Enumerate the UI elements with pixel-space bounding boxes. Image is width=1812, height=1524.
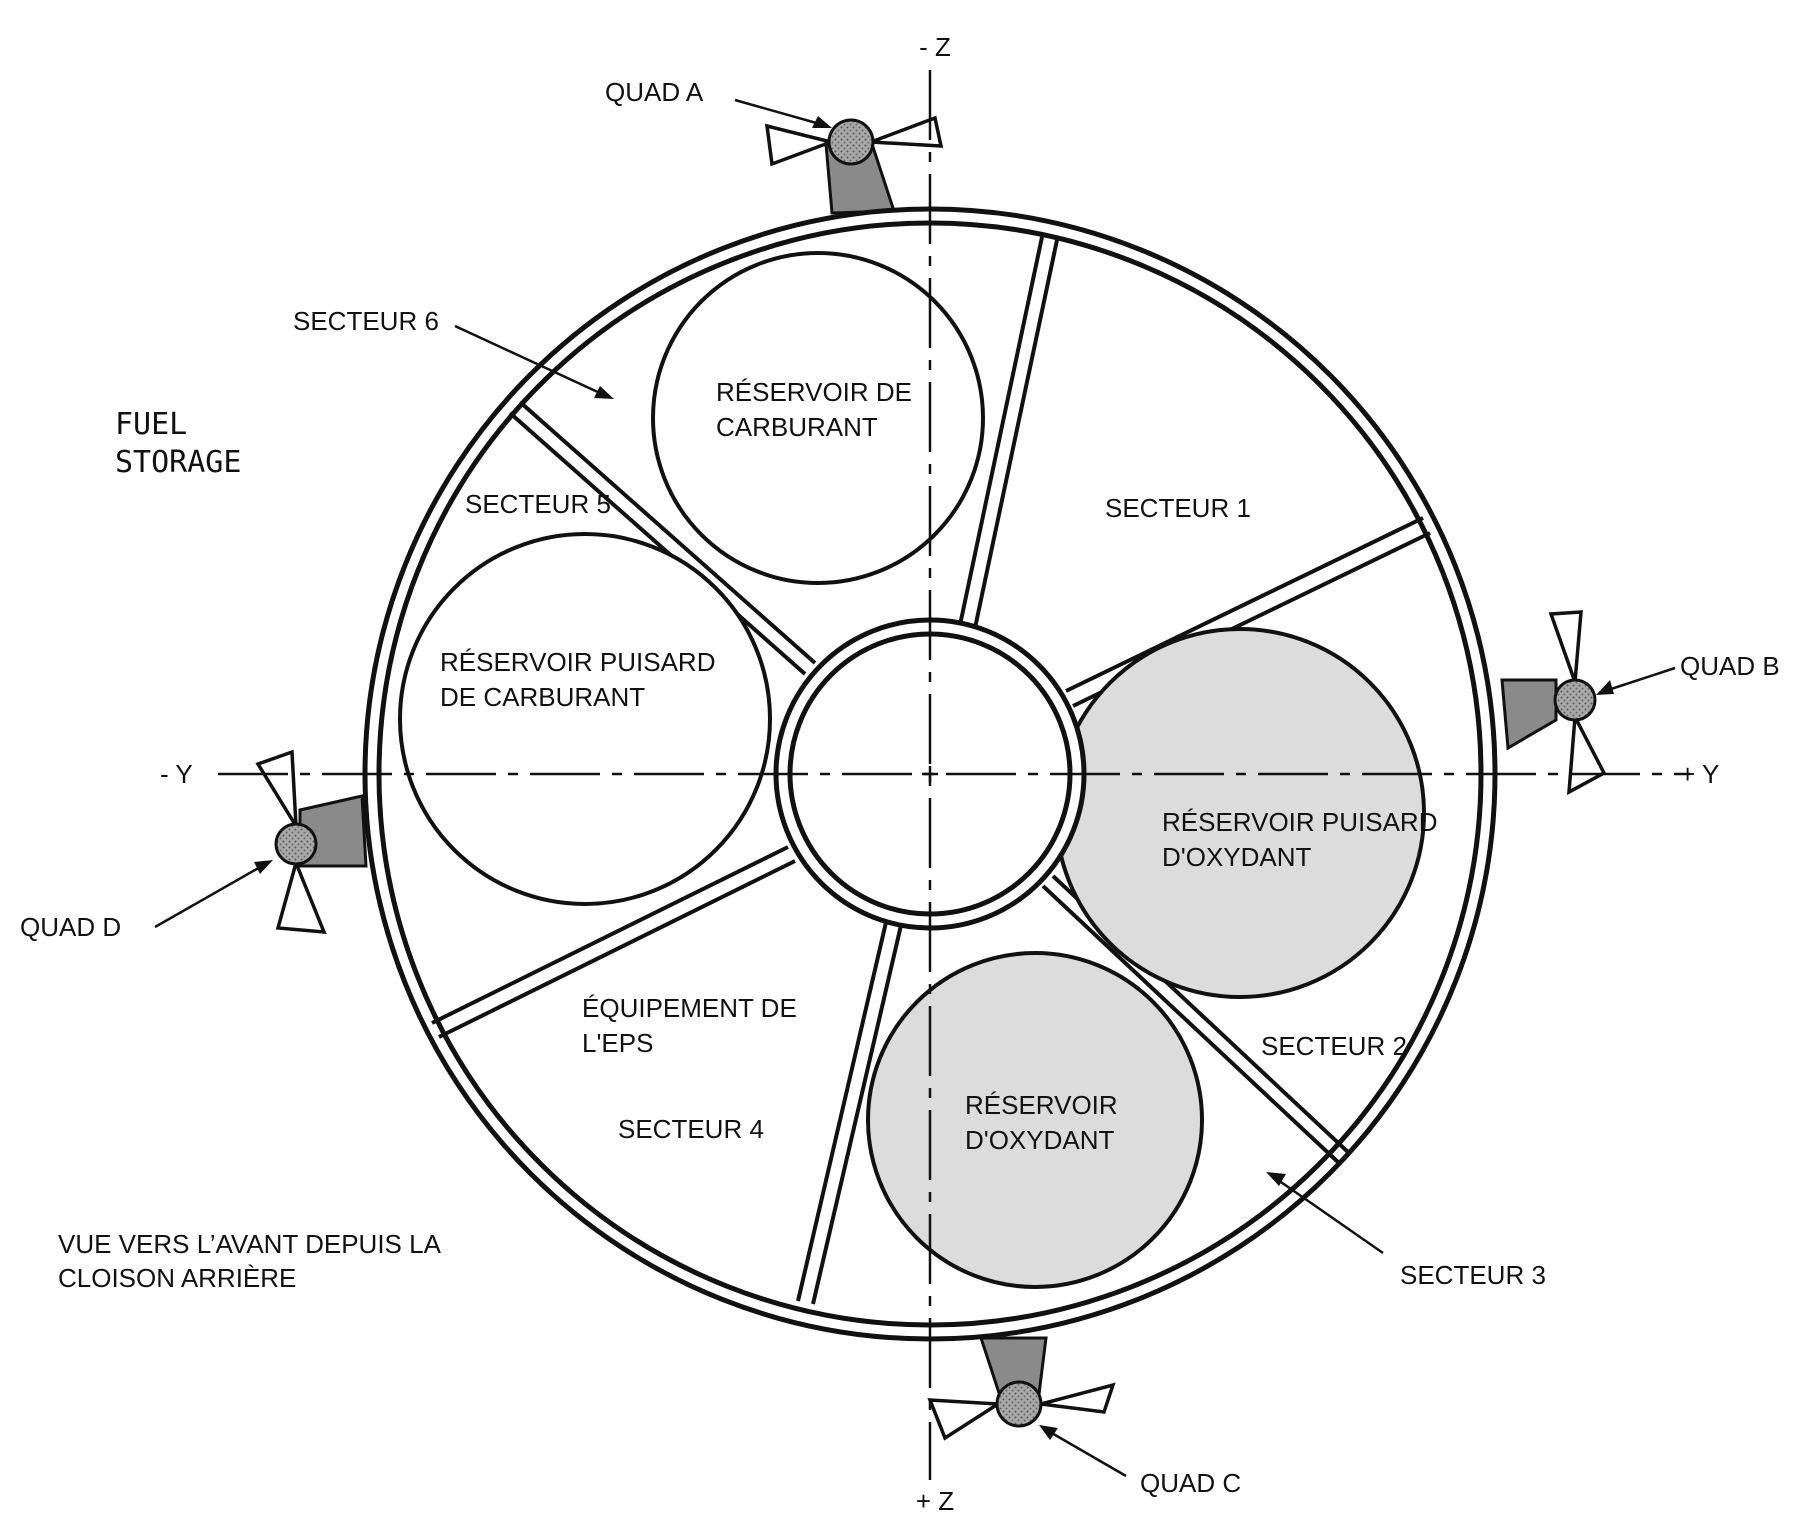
fuel-sump-tank bbox=[398, 532, 772, 906]
oxidizer-tank-label-line-2: D'OXYDANT bbox=[965, 1125, 1115, 1155]
quad-b-thruster bbox=[1500, 610, 1607, 796]
quad-c-label: QUAD C bbox=[1140, 1468, 1241, 1498]
sector-4-label: SECTEUR 4 bbox=[618, 1114, 764, 1144]
sector-2-label: SECTEUR 2 bbox=[1261, 1031, 1407, 1061]
quad-a-label: QUAD A bbox=[605, 77, 704, 107]
axis-label-plus-z: + Z bbox=[916, 1486, 954, 1516]
quad-c-thruster bbox=[927, 1336, 1116, 1441]
quad-b-label: QUAD B bbox=[1680, 651, 1780, 681]
oxidizer-sump-tank-label-line-1: RÉSERVOIR PUISARD bbox=[1162, 807, 1437, 837]
fuel-tank-label-line-2: CARBURANT bbox=[716, 412, 878, 442]
eps-equipment-label-line-1: ÉQUIPEMENT DE bbox=[582, 993, 797, 1023]
fuel-sump-tank-label-line-2: DE CARBURANT bbox=[440, 682, 645, 712]
sector-6-label: SECTEUR 6 bbox=[293, 306, 439, 336]
axis-label-minus-z: - Z bbox=[919, 32, 951, 62]
view-note-line-1: VUE VERS L’AVANT DEPUIS LA bbox=[58, 1229, 442, 1259]
oxidizer-sump-tank-label-line-2: D'OXYDANT bbox=[1162, 842, 1312, 872]
axis-label-plus-y: + Y bbox=[1680, 759, 1719, 789]
oxidizer-tank-label-line-1: RÉSERVOIR bbox=[965, 1090, 1118, 1120]
fuel-sump-tank-label-line-1: RÉSERVOIR PUISARD bbox=[440, 647, 715, 677]
sector-5-label: SECTEUR 5 bbox=[465, 489, 611, 519]
fuel-tank-label-line-1: RÉSERVOIR DE bbox=[716, 377, 912, 407]
eps-equipment-label-line-2: L'EPS bbox=[582, 1028, 653, 1058]
quad-d-thruster bbox=[255, 749, 368, 934]
axis-label-minus-y: - Y bbox=[160, 759, 193, 789]
sector-1-label: SECTEUR 1 bbox=[1105, 493, 1251, 523]
fuel-tank bbox=[651, 251, 985, 585]
sector-dividers bbox=[431, 236, 1431, 1305]
fuel-storage-note-line-1: FUEL bbox=[115, 407, 187, 442]
quad-a-thruster bbox=[764, 115, 944, 215]
view-note-line-2: CLOISON ARRIÈRE bbox=[58, 1263, 296, 1293]
quad-d-label: QUAD D bbox=[20, 912, 121, 942]
fuel-storage-note-line-2: STORAGE bbox=[115, 445, 241, 480]
sector-3-label: SECTEUR 3 bbox=[1400, 1260, 1546, 1290]
leader-arrows bbox=[154, 98, 1676, 1478]
oxidizer-tank bbox=[866, 951, 1204, 1289]
